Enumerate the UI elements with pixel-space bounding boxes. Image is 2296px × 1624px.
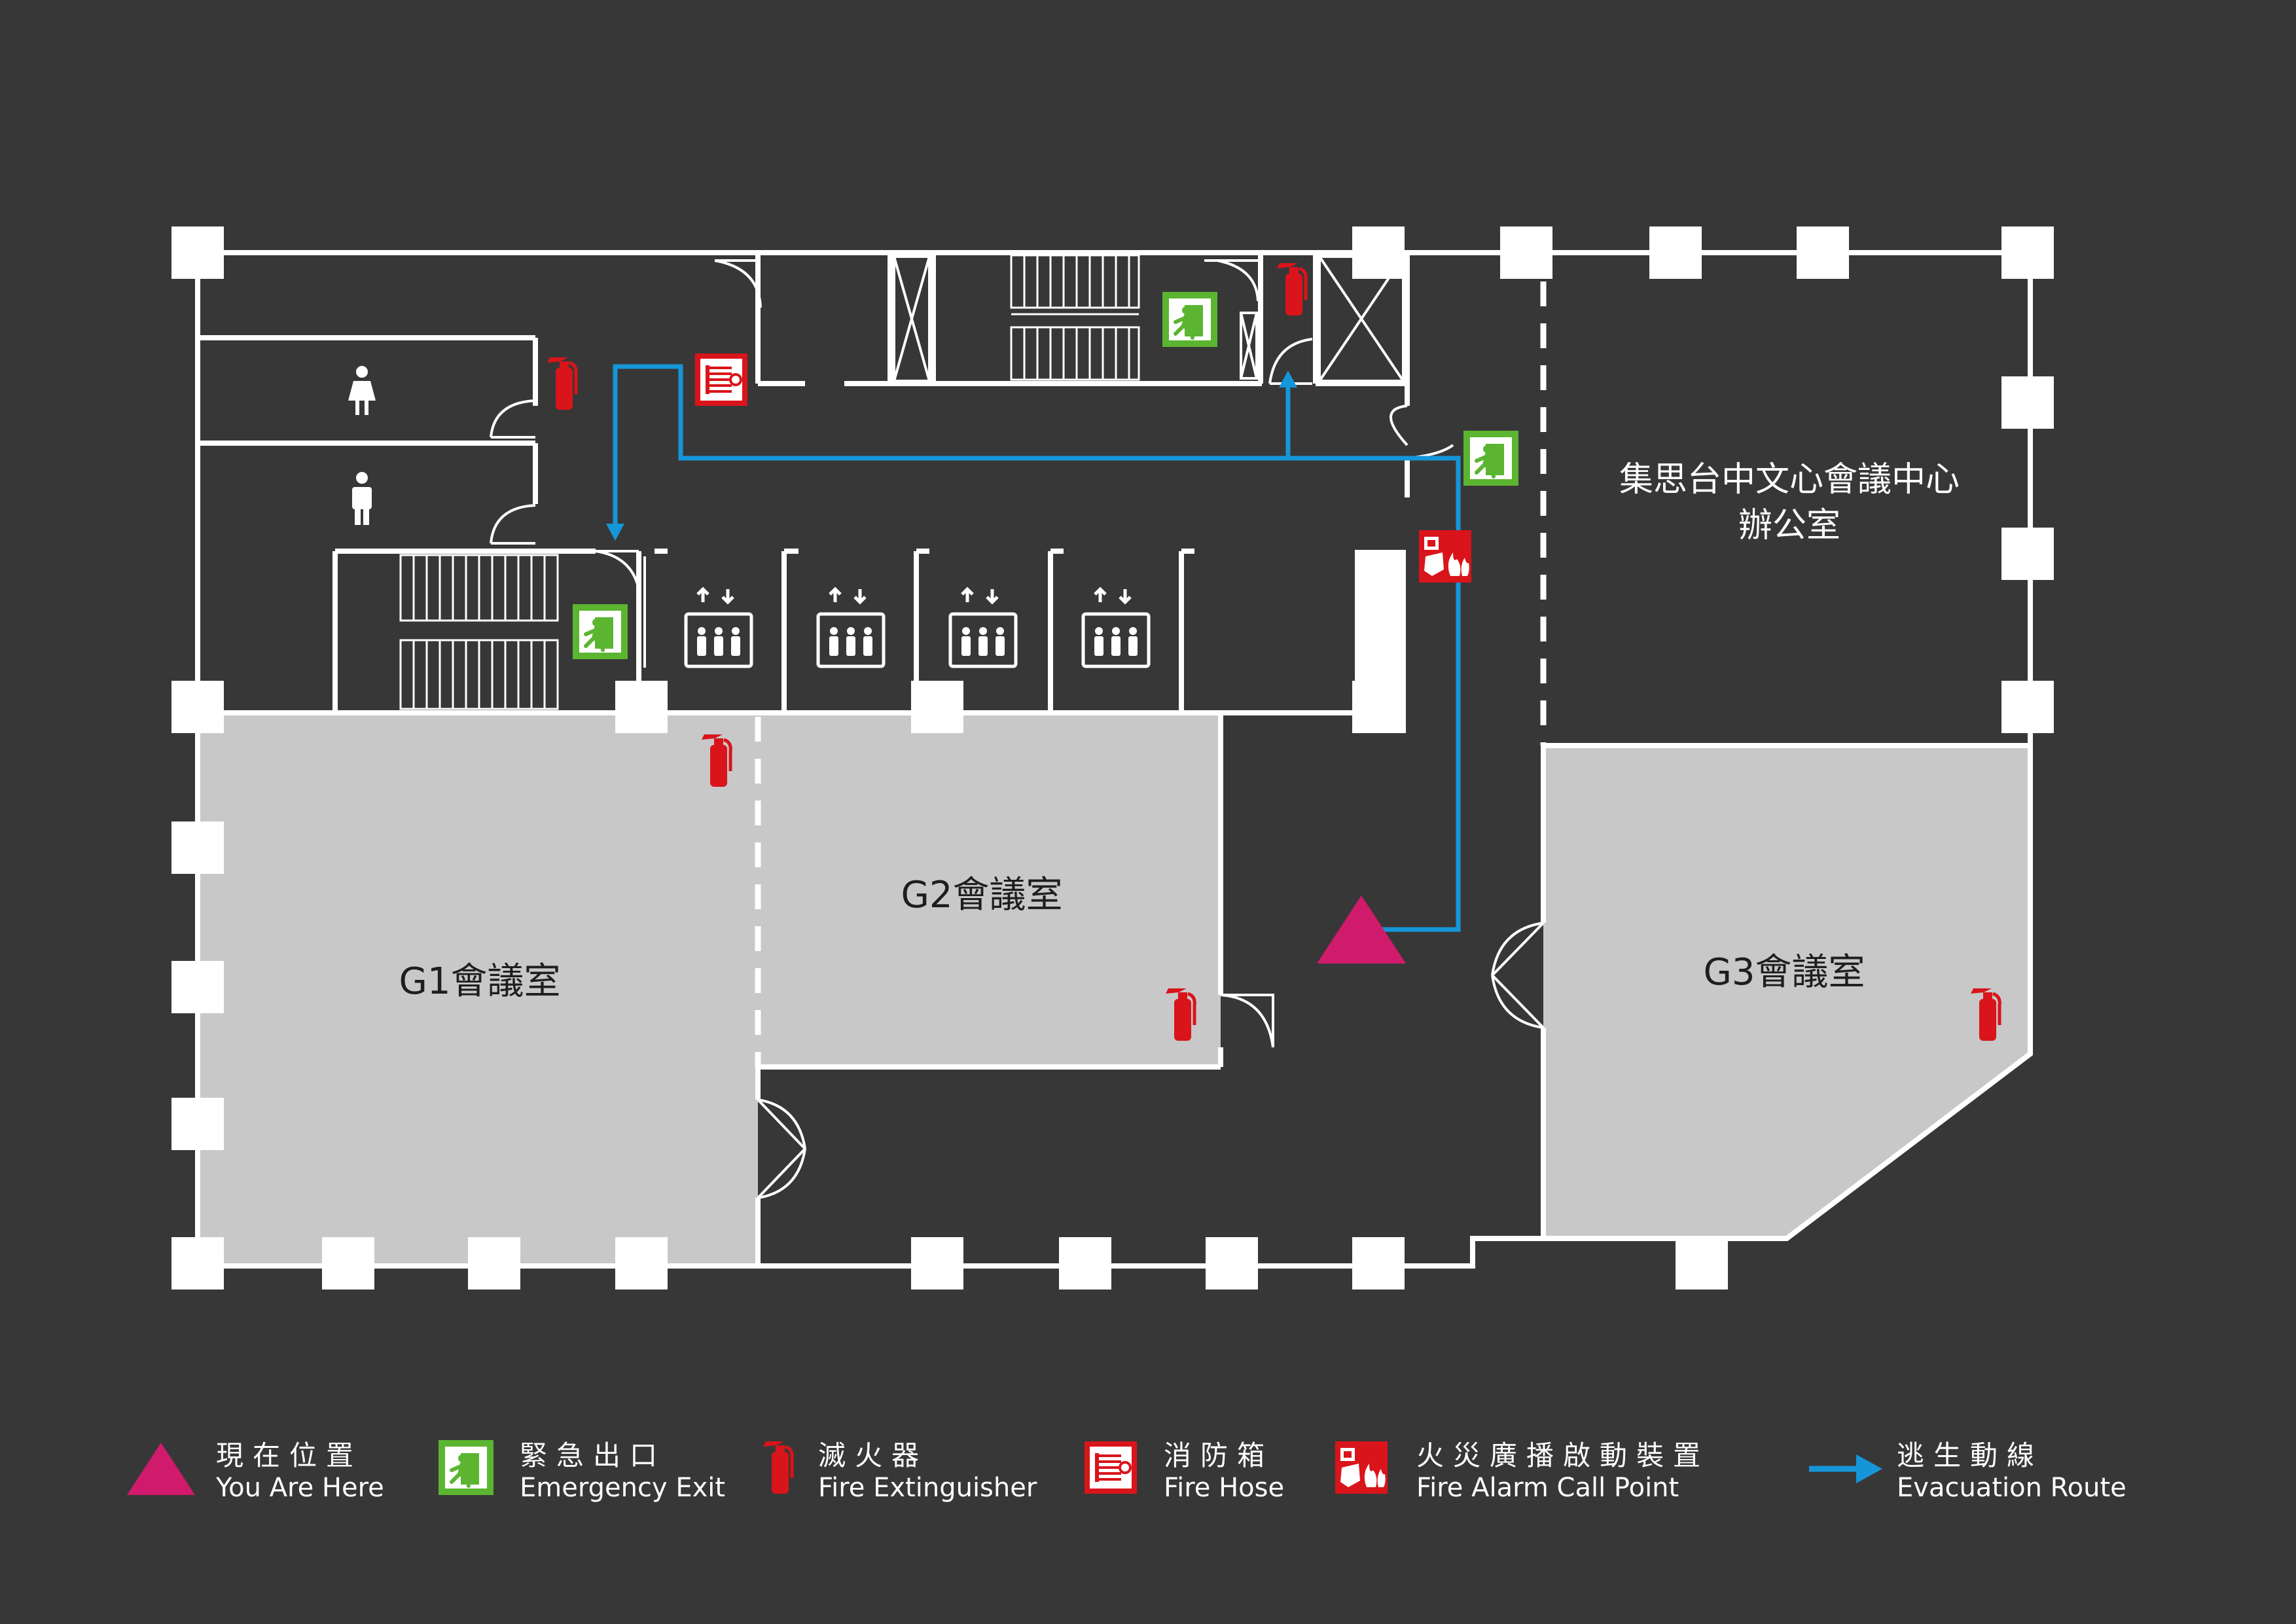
legend-fire-extinguisher: 滅火器 Fire Extinguisher [763, 1439, 1037, 1503]
female-restroom-icon [348, 366, 376, 415]
evacuation-routes [606, 364, 1461, 932]
legend-label-en: Fire Hose [1164, 1473, 1284, 1503]
fire-hose-icon [1083, 1440, 1138, 1495]
fire-hose-icon [694, 352, 749, 407]
emergency-exit-icon [1162, 292, 1217, 347]
g3-room-label: G3會議室 [1703, 951, 1865, 994]
emergency-exit-icon [439, 1440, 493, 1495]
g2-room-floor [758, 713, 1221, 1067]
fire-alarm-call-point-icon [1419, 530, 1471, 583]
emergency-exit-icon [573, 604, 628, 659]
legend-label-zh: 現在位置 [216, 1439, 363, 1471]
fire-extinguisher-icon [547, 357, 576, 410]
evacuation-route-arrow [1809, 1454, 1882, 1483]
legend-evacuation-route: 逃生動線 Evacuation Route [1809, 1439, 2126, 1503]
g1-room-floor [200, 713, 758, 1266]
legend-label-en: Evacuation Route [1897, 1473, 2126, 1503]
legend-label-en: Fire Extinguisher [818, 1473, 1037, 1503]
doors [490, 259, 1545, 1199]
fire-extinguisher-icon [763, 1441, 792, 1494]
legend-label-en: Fire Alarm Call Point [1416, 1473, 1679, 1503]
you-are-here-triangle [127, 1443, 195, 1495]
office-label-line2: 辦公室 [1738, 506, 1840, 545]
movable-partitions [755, 281, 1547, 1067]
g1-room-label: G1會議室 [399, 960, 560, 1003]
legend-fire-alarm: 火災廣播啟動裝置 Fire Alarm Call Point [1335, 1439, 1710, 1503]
legend-label-zh: 逃生動線 [1897, 1439, 2043, 1471]
g3-room-floor [1543, 746, 2030, 1238]
shafts [893, 255, 1405, 382]
emergency-exit-icon [1463, 431, 1518, 486]
legend-emergency-exit: 緊急出口 Emergency Exit [439, 1439, 725, 1503]
legend-label-en: You Are Here [215, 1473, 384, 1503]
fire-extinguisher-icon [1277, 263, 1306, 316]
stairs [399, 254, 1140, 710]
male-restroom-icon [352, 472, 372, 525]
legend-fire-hose: 消防箱 Fire Hose [1083, 1439, 1284, 1503]
g2-room-label: G2會議室 [901, 874, 1062, 916]
office-label-line1: 集思台中文心會議中心 [1619, 460, 1960, 499]
legend-label-zh: 火災廣播啟動裝置 [1416, 1439, 1710, 1471]
legend-label-zh: 緊急出口 [520, 1439, 666, 1471]
you-are-here-marker [1317, 895, 1406, 964]
legend-label-zh: 滅火器 [818, 1439, 928, 1471]
legend-label-zh: 消防箱 [1164, 1439, 1274, 1471]
legend: 現在位置 You Are Here 緊急出口 Emergency Exit 滅火… [127, 1439, 2126, 1503]
legend-label-en: Emergency Exit [520, 1473, 725, 1503]
fire-alarm-call-point-icon [1335, 1441, 1388, 1494]
legend-you-are-here: 現在位置 You Are Here [127, 1439, 384, 1503]
